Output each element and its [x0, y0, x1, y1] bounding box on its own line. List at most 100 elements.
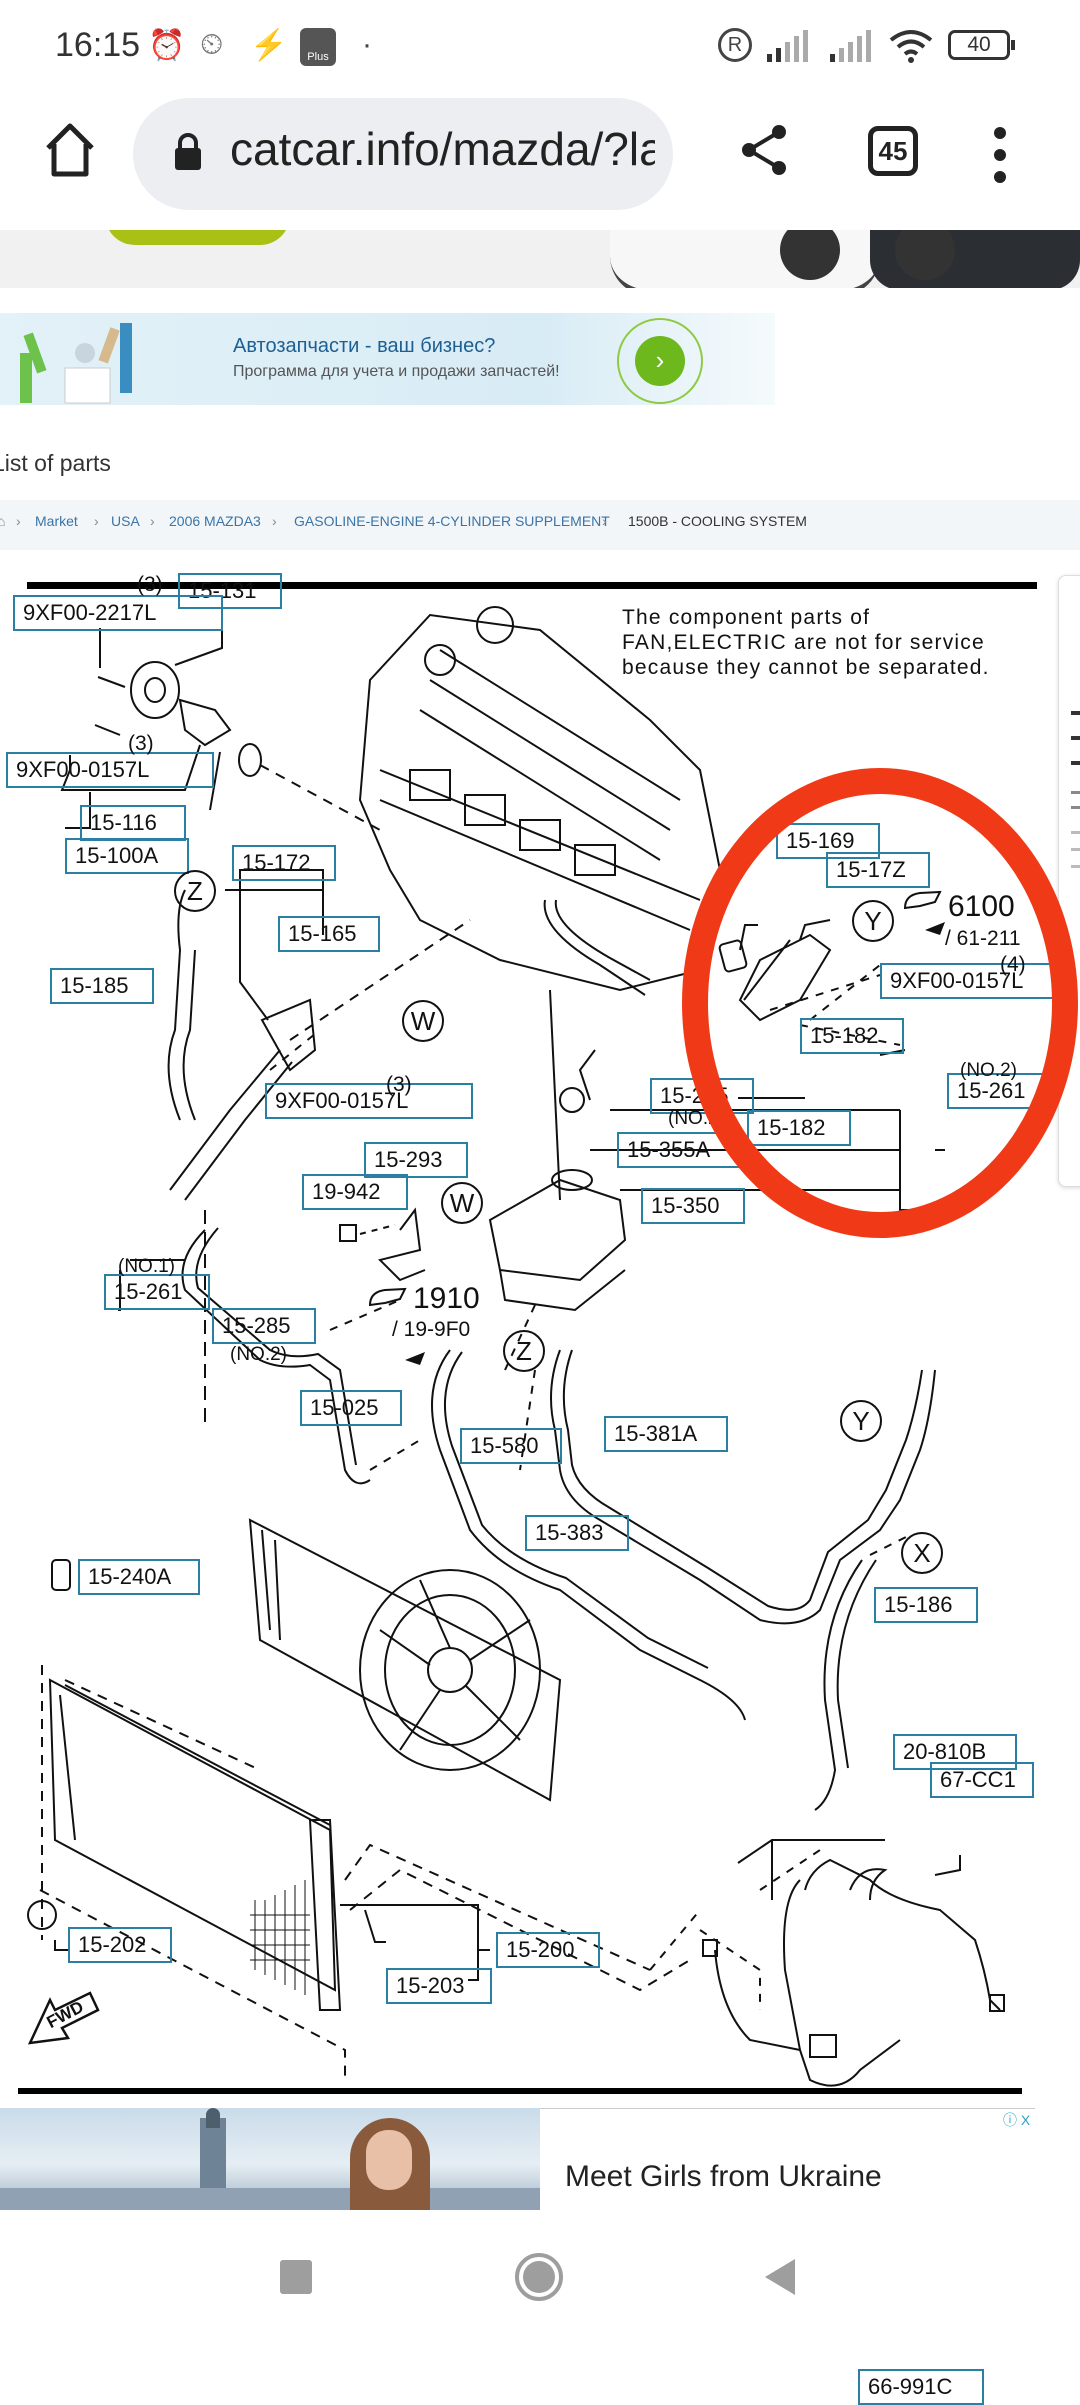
part-label-15-261[interactable]: 15-261 — [104, 1274, 210, 1310]
breadcrumb-model[interactable]: 2006 MAZDA3 — [169, 513, 261, 529]
alarm-icon: ⏰ — [148, 29, 186, 62]
tab-switcher-button[interactable]: 45 — [868, 126, 918, 176]
part-label-15-381a[interactable]: 15-381A — [604, 1416, 728, 1452]
position-note: (NO.1) — [118, 1256, 175, 1277]
part-label-15-285[interactable]: 15-285 — [212, 1308, 316, 1344]
caption-line: FAN,ELECTRIC are not for service — [622, 631, 985, 654]
car-wheel — [895, 230, 955, 280]
marker-y: Y — [840, 1400, 882, 1442]
quantity-note: (4) — [1000, 953, 1026, 976]
home-circle-icon[interactable] — [515, 2253, 563, 2301]
ad-image[interactable] — [0, 2108, 540, 2210]
breadcrumb-current: 1500B - COOLING SYSTEM — [628, 513, 807, 529]
highlight-circle — [682, 768, 1078, 1238]
quantity-note: (3) — [128, 732, 154, 755]
breadcrumb-separator: › — [16, 513, 21, 529]
marker-w: W — [402, 1000, 444, 1042]
reference-figure-sub[interactable]: / 61-211 — [945, 927, 1021, 950]
battery-indicator: 40 — [948, 30, 1010, 60]
part-label-15-025[interactable]: 15-025 — [300, 1390, 402, 1426]
signal-icon — [830, 30, 871, 62]
lock-icon — [175, 133, 201, 170]
caption-line: The component parts of — [622, 606, 871, 629]
marker-y: Y — [852, 900, 894, 942]
part-label-15-185[interactable]: 15-185 — [50, 968, 154, 1004]
part-label-15-17z[interactable]: 15-17Z — [826, 852, 930, 888]
flash-icon: ⚡ — [250, 29, 288, 62]
breadcrumb: ⌂ › Market › USA › 2006 MAZDA3 › GASOLIN… — [0, 500, 1080, 550]
caption-line: because they cannot be separated. — [622, 656, 990, 679]
breadcrumb-separator: › — [602, 513, 607, 529]
part-label-20-810b[interactable]: 20-810B — [893, 1734, 1017, 1770]
part-label-15-186[interactable]: 15-186 — [874, 1587, 978, 1623]
quantity-note: (3) — [386, 1073, 412, 1096]
part-label-15-200[interactable]: 15-200 — [496, 1932, 600, 1968]
part-label-15-203[interactable]: 15-203 — [386, 1968, 492, 2004]
part-label-15-116[interactable]: 15-116 — [80, 805, 186, 841]
breadcrumb-engine[interactable]: GASOLINE-ENGINE 4-CYLINDER SUPPLEMENT — [294, 513, 610, 529]
reference-figure[interactable]: 6100 — [948, 890, 1015, 923]
breadcrumb-separator: › — [150, 513, 155, 529]
breadcrumb-home-icon[interactable]: ⌂ — [0, 513, 6, 529]
robot-arms-illustration — [20, 323, 132, 404]
ad-title[interactable]: Meet Girls from Ukraine — [565, 2160, 882, 2193]
page-title: List of parts — [0, 450, 111, 476]
part-label-15-172[interactable]: 15-172 — [232, 845, 336, 881]
part-label-15-165[interactable]: 15-165 — [278, 916, 380, 952]
part-label-19-942[interactable]: 19-942 — [302, 1174, 408, 1210]
battery-tip — [1011, 40, 1015, 50]
promo-go-button[interactable]: › — [635, 336, 685, 386]
part-label-15-240a[interactable]: 15-240A — [78, 1559, 200, 1595]
site-hero-banner — [0, 230, 1080, 288]
part-label-66-991c[interactable]: 66-991C — [858, 2369, 984, 2405]
registered-icon: R — [718, 28, 752, 62]
lidl-plus-icon: Plus — [300, 28, 336, 66]
marker-z: Z — [503, 1330, 545, 1372]
part-label-15-169[interactable]: 15-169 — [776, 823, 880, 859]
part-label-15-182[interactable]: 15-182 — [747, 1110, 851, 1146]
part-label-15-293[interactable]: 15-293 — [364, 1142, 468, 1178]
part-label-15-350[interactable]: 15-350 — [641, 1188, 745, 1224]
part-label-67-cc1[interactable]: 67-CC1 — [930, 1762, 1034, 1798]
pointer-hand-icon — [368, 890, 942, 1307]
part-label-15-383[interactable]: 15-383 — [525, 1515, 629, 1551]
part-label-9xf00-0157l[interactable]: 9XF00-0157L — [265, 1083, 473, 1119]
part-label-15-580[interactable]: 15-580 — [460, 1428, 562, 1464]
part-label-9xf00-0157l[interactable]: 9XF00-0157L — [6, 752, 214, 788]
url-text[interactable]: catcar.info/mazda/?la — [230, 123, 655, 175]
breadcrumb-usa[interactable]: USA — [111, 513, 140, 529]
part-label-15-261[interactable]: 15-261 — [947, 1073, 1051, 1109]
part-label-15-202[interactable]: 15-202 — [68, 1927, 172, 1963]
home-circle-inner — [523, 2261, 555, 2293]
adchoices-icon[interactable]: ⓘ X — [1003, 2112, 1031, 2128]
recents-square-icon[interactable] — [280, 2260, 312, 2294]
status-time: 16:15 — [55, 26, 141, 64]
car-wheel — [780, 230, 840, 280]
position-note: (NO.2) — [230, 1344, 287, 1365]
part-label-9xf00-2217l[interactable]: 9XF00-2217L — [13, 595, 223, 631]
breadcrumb-market[interactable]: Market — [35, 513, 78, 529]
marker-z: Z — [174, 870, 216, 912]
share-icon[interactable] — [735, 120, 795, 180]
dot-icon: · — [362, 28, 372, 61]
marker-w: W — [441, 1182, 483, 1224]
diagram-caption: The component parts of FAN,ELECTRIC are … — [622, 605, 990, 680]
wifi-icon — [889, 30, 933, 63]
part-label-15-182[interactable]: 15-182 — [800, 1018, 904, 1054]
more-vert-icon[interactable] — [990, 125, 1010, 185]
promo-subtitle: Программа для учета и продажи запчастей! — [233, 363, 560, 380]
promo-title: Автозапчасти - ваш бизнес? — [233, 335, 496, 357]
status-bar: 16:15 ⏰ ⏲ ⚡ Plus · R 40 — [0, 0, 1080, 95]
url-bar[interactable] — [133, 98, 673, 210]
hero-button[interactable] — [105, 230, 290, 245]
breadcrumb-separator: › — [272, 513, 277, 529]
alarm-outline-icon: ⏲ — [200, 28, 224, 61]
part-label-9xf00-0157l[interactable]: 9XF00-0157L — [880, 963, 1070, 999]
back-triangle-icon[interactable] — [765, 2259, 795, 2295]
reference-figure-sub[interactable]: / 19-9F0 — [392, 1318, 471, 1341]
breadcrumb-separator: › — [94, 513, 99, 529]
car-image — [610, 230, 880, 288]
home-icon[interactable] — [40, 120, 100, 180]
reference-figure[interactable]: 1910 — [413, 1282, 480, 1315]
part-label-15-100a[interactable]: 15-100A — [65, 838, 189, 874]
